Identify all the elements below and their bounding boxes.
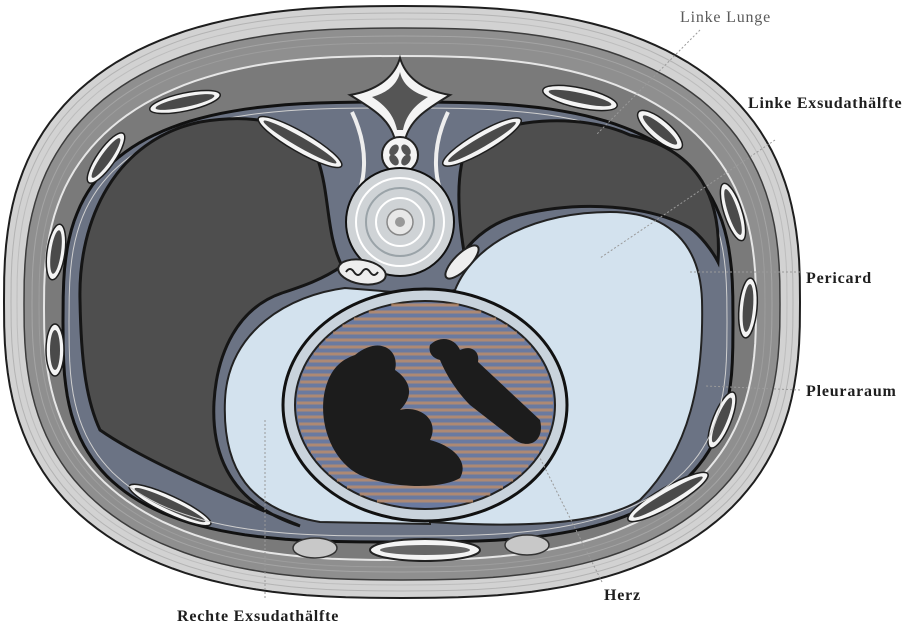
vertebral-body-center — [395, 217, 405, 227]
label-pericardium: Pericard — [806, 270, 872, 287]
label-left-lung: Linke Lunge — [680, 9, 771, 26]
mammary-vessel — [293, 538, 337, 558]
label-right-exudate: Rechte Exsudathälfte — [177, 608, 339, 625]
label-heart: Herz — [604, 587, 641, 604]
sternum-marrow — [380, 545, 470, 555]
rib — [46, 324, 64, 376]
label-left-exudate: Linke Exsudathälfte — [748, 95, 902, 112]
mammary-vessel — [505, 535, 549, 555]
rib-marrow — [50, 330, 60, 370]
label-pleural-space: Pleuraraum — [806, 383, 897, 400]
